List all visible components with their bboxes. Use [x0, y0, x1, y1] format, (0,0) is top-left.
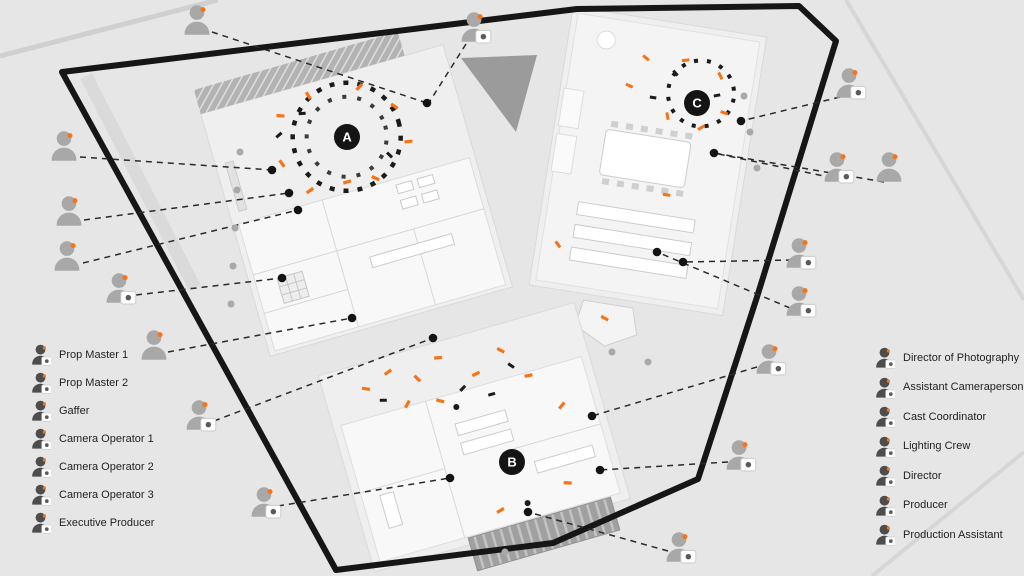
- legend-item-executive-producer: Executive Producer: [30, 512, 155, 534]
- legend-label: Executive Producer: [59, 516, 155, 529]
- crew-person-icon: [824, 152, 855, 184]
- legend-label: Camera Operator 1: [59, 432, 154, 445]
- building-c: [528, 5, 768, 317]
- perimeter-dots: [227, 92, 761, 556]
- conference-area: [599, 120, 693, 197]
- crew-person-icon: [756, 344, 787, 376]
- legend-item-lighting-crew: Lighting Crew: [874, 436, 1023, 458]
- stage-b-marks: [361, 346, 572, 514]
- crew-role-icon: [876, 377, 895, 399]
- crew-person-icon: [51, 131, 77, 161]
- legend-label: Cast Coordinator: [903, 410, 987, 423]
- legend-item-producer: Producer: [874, 495, 1023, 517]
- legend-item-gaffer: Gaffer: [30, 400, 154, 422]
- site-boundary: [59, 3, 839, 573]
- legend-right: Director of Photography Assistant Camera…: [874, 347, 1024, 546]
- stage-c-black-marks: [649, 69, 721, 100]
- legend-item-cast-coordinator: Cast Coordinator: [874, 406, 1023, 428]
- stage-b-badge: B: [499, 449, 525, 475]
- legend-label: Prop Master 1: [59, 348, 129, 361]
- legend-label: Assistant Cameraperson: [903, 381, 1024, 393]
- crew-role-icon: [32, 400, 51, 422]
- crew-person-icon: [251, 487, 282, 519]
- legend-label: Camera Operator 2: [59, 460, 154, 473]
- stage-c-badge: C: [684, 90, 710, 116]
- legend-label: Gaffer: [59, 404, 90, 417]
- crew-role-icon: [876, 406, 895, 428]
- legend-label: Prop Master 2: [59, 376, 129, 389]
- crew-person-icon: [56, 196, 82, 226]
- crew-person-icon: [141, 330, 167, 360]
- hatched-wall: [193, 31, 405, 115]
- crew-role-icon: [32, 484, 51, 506]
- crew-person-icon: [786, 286, 817, 318]
- anchor-dots: [267, 98, 746, 517]
- crew-person-icon: [184, 5, 210, 35]
- crew-person-icon: [666, 532, 697, 564]
- crew-persons: [51, 5, 902, 564]
- svg-text:A: A: [342, 130, 352, 145]
- crew-person-icon: [876, 152, 902, 182]
- crew-person-icon: [106, 273, 137, 305]
- crew-person-icon: [54, 241, 80, 271]
- legend-item-camera-operator-1: Camera Operator 1: [30, 428, 154, 450]
- legend-label: Producer: [903, 499, 948, 511]
- crew-person-icon: [186, 400, 217, 432]
- legend-item-production-assistant: Production Assistant: [874, 524, 1023, 546]
- svg-text:B: B: [507, 455, 516, 470]
- svg-text:C: C: [692, 96, 702, 111]
- legend-left: Prop Master 1 Prop Master 2 Gaffer Camer…: [30, 344, 155, 534]
- crew-role-icon: [876, 495, 895, 517]
- legend-label: Lighting Crew: [903, 440, 971, 452]
- crew-role-icon: [32, 512, 51, 534]
- legend-label: Director of Photography: [903, 351, 1020, 364]
- median-triangle: [461, 55, 537, 132]
- stage-b-black-marks: [379, 362, 531, 507]
- stage-c-seats: [666, 58, 737, 129]
- pentagon-room: [574, 299, 638, 347]
- stage-a-badge: A: [334, 124, 360, 150]
- crew-role-icon: [876, 524, 895, 546]
- legend-label: Production Assistant: [903, 528, 1003, 541]
- stage-a-marks: [276, 83, 413, 195]
- crew-role-icon: [32, 344, 51, 366]
- table-rows: [568, 201, 696, 279]
- legend-item-director: Director: [874, 465, 1023, 487]
- building-b-rooms: [340, 356, 622, 563]
- side-rooms: [550, 87, 585, 175]
- crew-person-icon: [726, 440, 757, 472]
- crew-role-icon: [876, 347, 895, 369]
- crew-role-icon: [32, 372, 51, 394]
- leader-lines: [79, 31, 885, 552]
- building-a: [193, 31, 514, 357]
- round-table: [596, 30, 616, 50]
- stage-a-black-marks: [275, 111, 394, 159]
- crew-person-icon: [461, 12, 492, 44]
- legend-label: Camera Operator 3: [59, 488, 154, 501]
- legend-item-director-of-photography: Director of Photography: [874, 347, 1023, 369]
- crew-person-icon: [786, 238, 817, 270]
- legend-item-prop-master-1: Prop Master 1: [30, 344, 154, 366]
- crew-role-icon: [876, 465, 895, 487]
- legend-item-camera-operator-2: Camera Operator 2: [30, 456, 154, 478]
- crew-role-icon: [32, 456, 51, 478]
- crew-role-icon: [876, 436, 895, 458]
- legend-item-camera-operator-3: Camera Operator 3: [30, 484, 154, 506]
- legend-item-prop-master-2: Prop Master 2: [30, 372, 154, 394]
- crew-person-icon: [836, 68, 867, 100]
- building-a-rooms: [224, 157, 507, 352]
- stage-c-marks: [554, 54, 729, 249]
- crew-role-icon: [32, 428, 51, 450]
- legend-label: Director: [903, 469, 942, 482]
- legend-item-assistant-cameraperson: Assistant Cameraperson: [874, 377, 1024, 399]
